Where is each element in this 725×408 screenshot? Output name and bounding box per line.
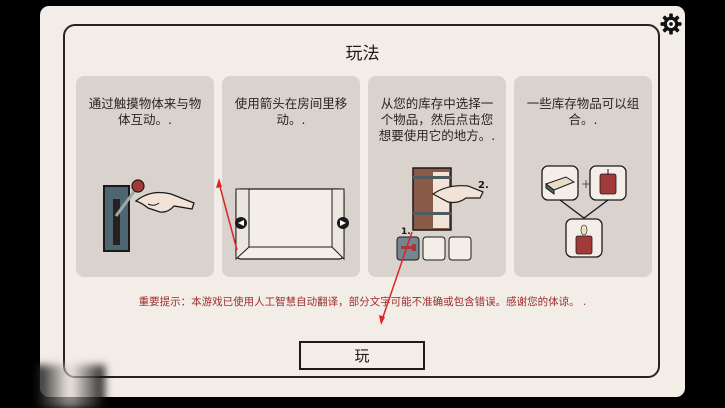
translation-notice: 重要提示：本游戏已使用人工智慧自动翻译，部分文字可能不准确或包含错误。感谢您的体…: [138, 296, 587, 308]
svg-text:+: +: [581, 177, 591, 191]
howto-card-use-item: 从您的库存中选择一个物品，然后点击您想要使用它的地方。. 2. 1.: [368, 76, 506, 277]
card-text: 从您的库存中选择一个物品，然后点击您想要使用它的地方。.: [378, 96, 496, 143]
svg-text:1.: 1.: [401, 227, 411, 237]
svg-text:2.: 2.: [478, 180, 489, 191]
door-key-illustration: 2. 1.: [396, 167, 489, 261]
combine-items-illustration: +: [541, 165, 627, 258]
room-arrows-illustration: [235, 188, 349, 261]
gear-icon[interactable]: [660, 13, 682, 35]
card-text: 一些库存物品可以组合。.: [526, 96, 640, 127]
howto-card-combine: 一些库存物品可以组合。. +: [514, 76, 652, 277]
dialog-inner-frame: [63, 24, 660, 378]
dialog-title: 玩法: [345, 44, 380, 64]
card-text: 通过触摸物体来与物体互动。.: [88, 96, 202, 127]
play-button[interactable]: 玩: [299, 341, 425, 370]
howto-card-move: 使用箭头在房间里移动。.: [222, 76, 360, 277]
card-text: 使用箭头在房间里移动。.: [234, 96, 348, 127]
blur-artifact: [35, 365, 105, 408]
lever-hand-illustration: [103, 179, 195, 252]
howto-card-touch: 通过触摸物体来与物体互动。.: [76, 76, 214, 277]
